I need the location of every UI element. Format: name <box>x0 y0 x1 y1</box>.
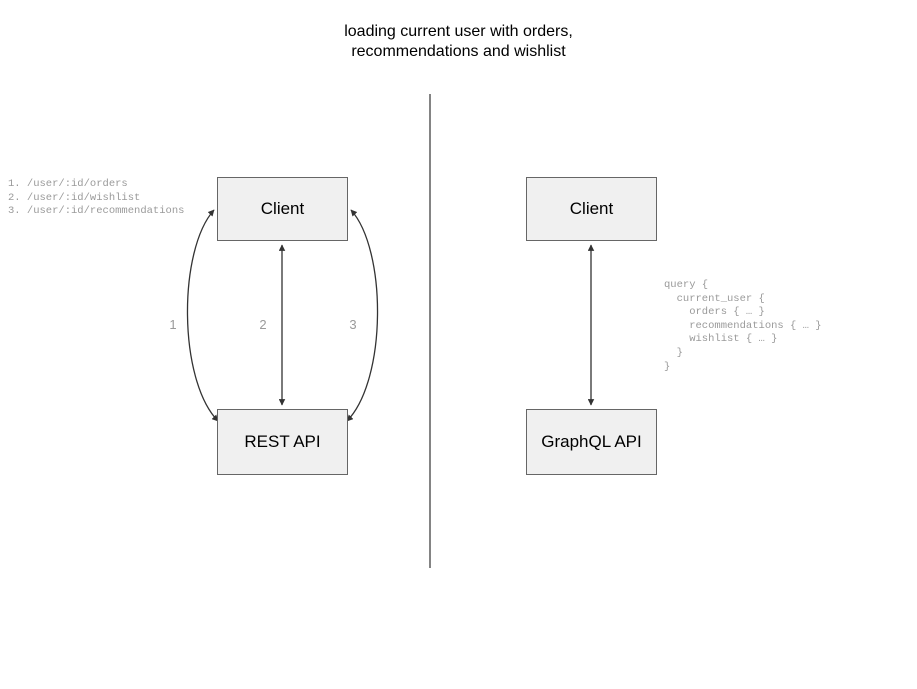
edge-rest-1 <box>186 209 219 422</box>
edge-label-2: 2 <box>259 317 267 332</box>
node-client-rest[interactable]: Client <box>217 177 348 241</box>
diagram-title: loading current user with orders, recomm… <box>344 23 573 60</box>
rest-endpoints-list: 1. /user/:id/orders 2. /user/:id/wishlis… <box>8 178 185 218</box>
node-graphql-api[interactable]: GraphQL API <box>526 409 657 475</box>
node-client-graphql[interactable]: Client <box>526 177 657 241</box>
edge-label-3: 3 <box>349 317 357 332</box>
edge-label-1: 1 <box>169 317 177 332</box>
edge-rest-3 <box>346 209 379 422</box>
graphql-query-code: query { current_user { orders { … } reco… <box>664 279 822 373</box>
node-rest-api[interactable]: REST API <box>217 409 348 475</box>
